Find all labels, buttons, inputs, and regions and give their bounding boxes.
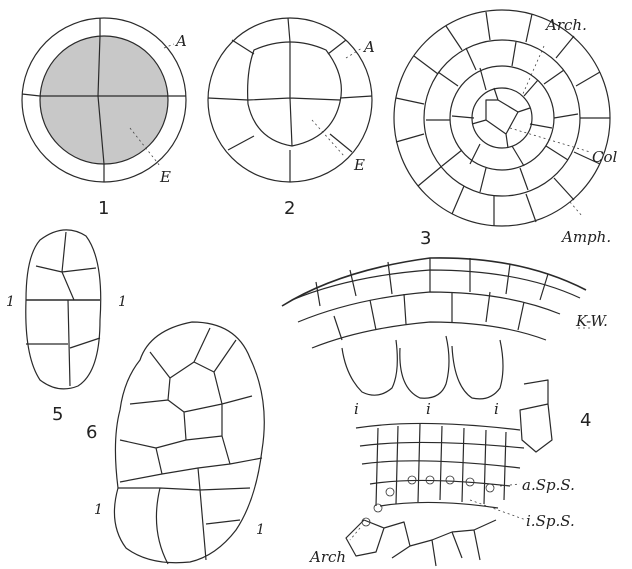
fig4-label-kw: K-W. (575, 312, 608, 330)
fig5-mark-right: 1 (118, 294, 127, 310)
fig2-label-e: E (353, 156, 365, 174)
fig2-endothecium-walls (248, 42, 340, 146)
figure-4-section-diagram: K-W. i i i a.Sp.S. i.Sp.S. Arch 4 (282, 258, 608, 566)
fig4-label-i1: i (354, 400, 359, 418)
fig1-endothecium (40, 36, 168, 164)
fig3-label-amph: Amph. (560, 228, 611, 246)
fig6-lower-walls (118, 488, 240, 564)
fig4-label-asps: a.Sp.S. (522, 476, 575, 494)
fig6-number: 6 (86, 422, 97, 443)
fig2-number: 2 (284, 198, 295, 219)
fig4-layer-lines (292, 270, 580, 348)
fig4-number: 4 (580, 410, 591, 431)
figure-6-cell-diagram: 6 1 1 (86, 322, 265, 564)
spore-nucleus (374, 504, 382, 512)
figure-2-cell-diagram: A E 2 (208, 18, 375, 219)
fig3-ring2-walls (452, 68, 552, 166)
fig2-label-a: A (362, 38, 375, 56)
fig6-mark-left: 1 (94, 502, 103, 518)
fig3-outer-walls (396, 12, 610, 226)
fig1-label-a: A (174, 32, 187, 50)
figure-1-cell-diagram: A E 1 (22, 18, 187, 219)
spore-nucleus (486, 484, 494, 492)
fig4-leader-isps (470, 500, 526, 520)
fig6-upper-walls (120, 328, 262, 490)
fig4-label-isps: i.Sp.S. (526, 512, 575, 530)
fig3-ring-2 (450, 66, 554, 170)
fig6-mark-right: 1 (256, 522, 265, 538)
fig4-label-i3: i (494, 400, 499, 418)
fig1-number: 1 (98, 198, 109, 219)
fig5-number: 5 (52, 404, 63, 425)
fig5-cell-walls (26, 232, 100, 386)
fig1-label-e: E (159, 168, 171, 186)
fig2-leader-e (312, 120, 344, 156)
fig4-spore-mother-cells (362, 476, 494, 526)
fig3-ring-3 (472, 88, 532, 148)
fig4-label-i2: i (426, 400, 431, 418)
fig3-label-arch: Arch. (544, 16, 587, 34)
figure-3-cell-diagram: Arch. Col Amph. 3 (394, 10, 618, 249)
fig5-mark-left: 1 (6, 294, 15, 310)
figure-5-cell-diagram: 1 1 5 (6, 230, 127, 425)
spore-nucleus (446, 476, 454, 484)
fig6-outline (114, 322, 264, 563)
fig4-label-arch: Arch (308, 548, 346, 566)
fig3-number: 3 (420, 228, 431, 249)
fig4-basal-cells (346, 520, 496, 566)
spore-nucleus (386, 488, 394, 496)
fig3-outer-wall (394, 10, 610, 226)
fig4-side-cells (520, 380, 552, 452)
fig2-inner-boundary (248, 42, 342, 146)
fig3-leader-amph (570, 202, 582, 216)
fig4-separation-cells (342, 336, 503, 399)
fig3-label-col: Col (592, 148, 618, 166)
